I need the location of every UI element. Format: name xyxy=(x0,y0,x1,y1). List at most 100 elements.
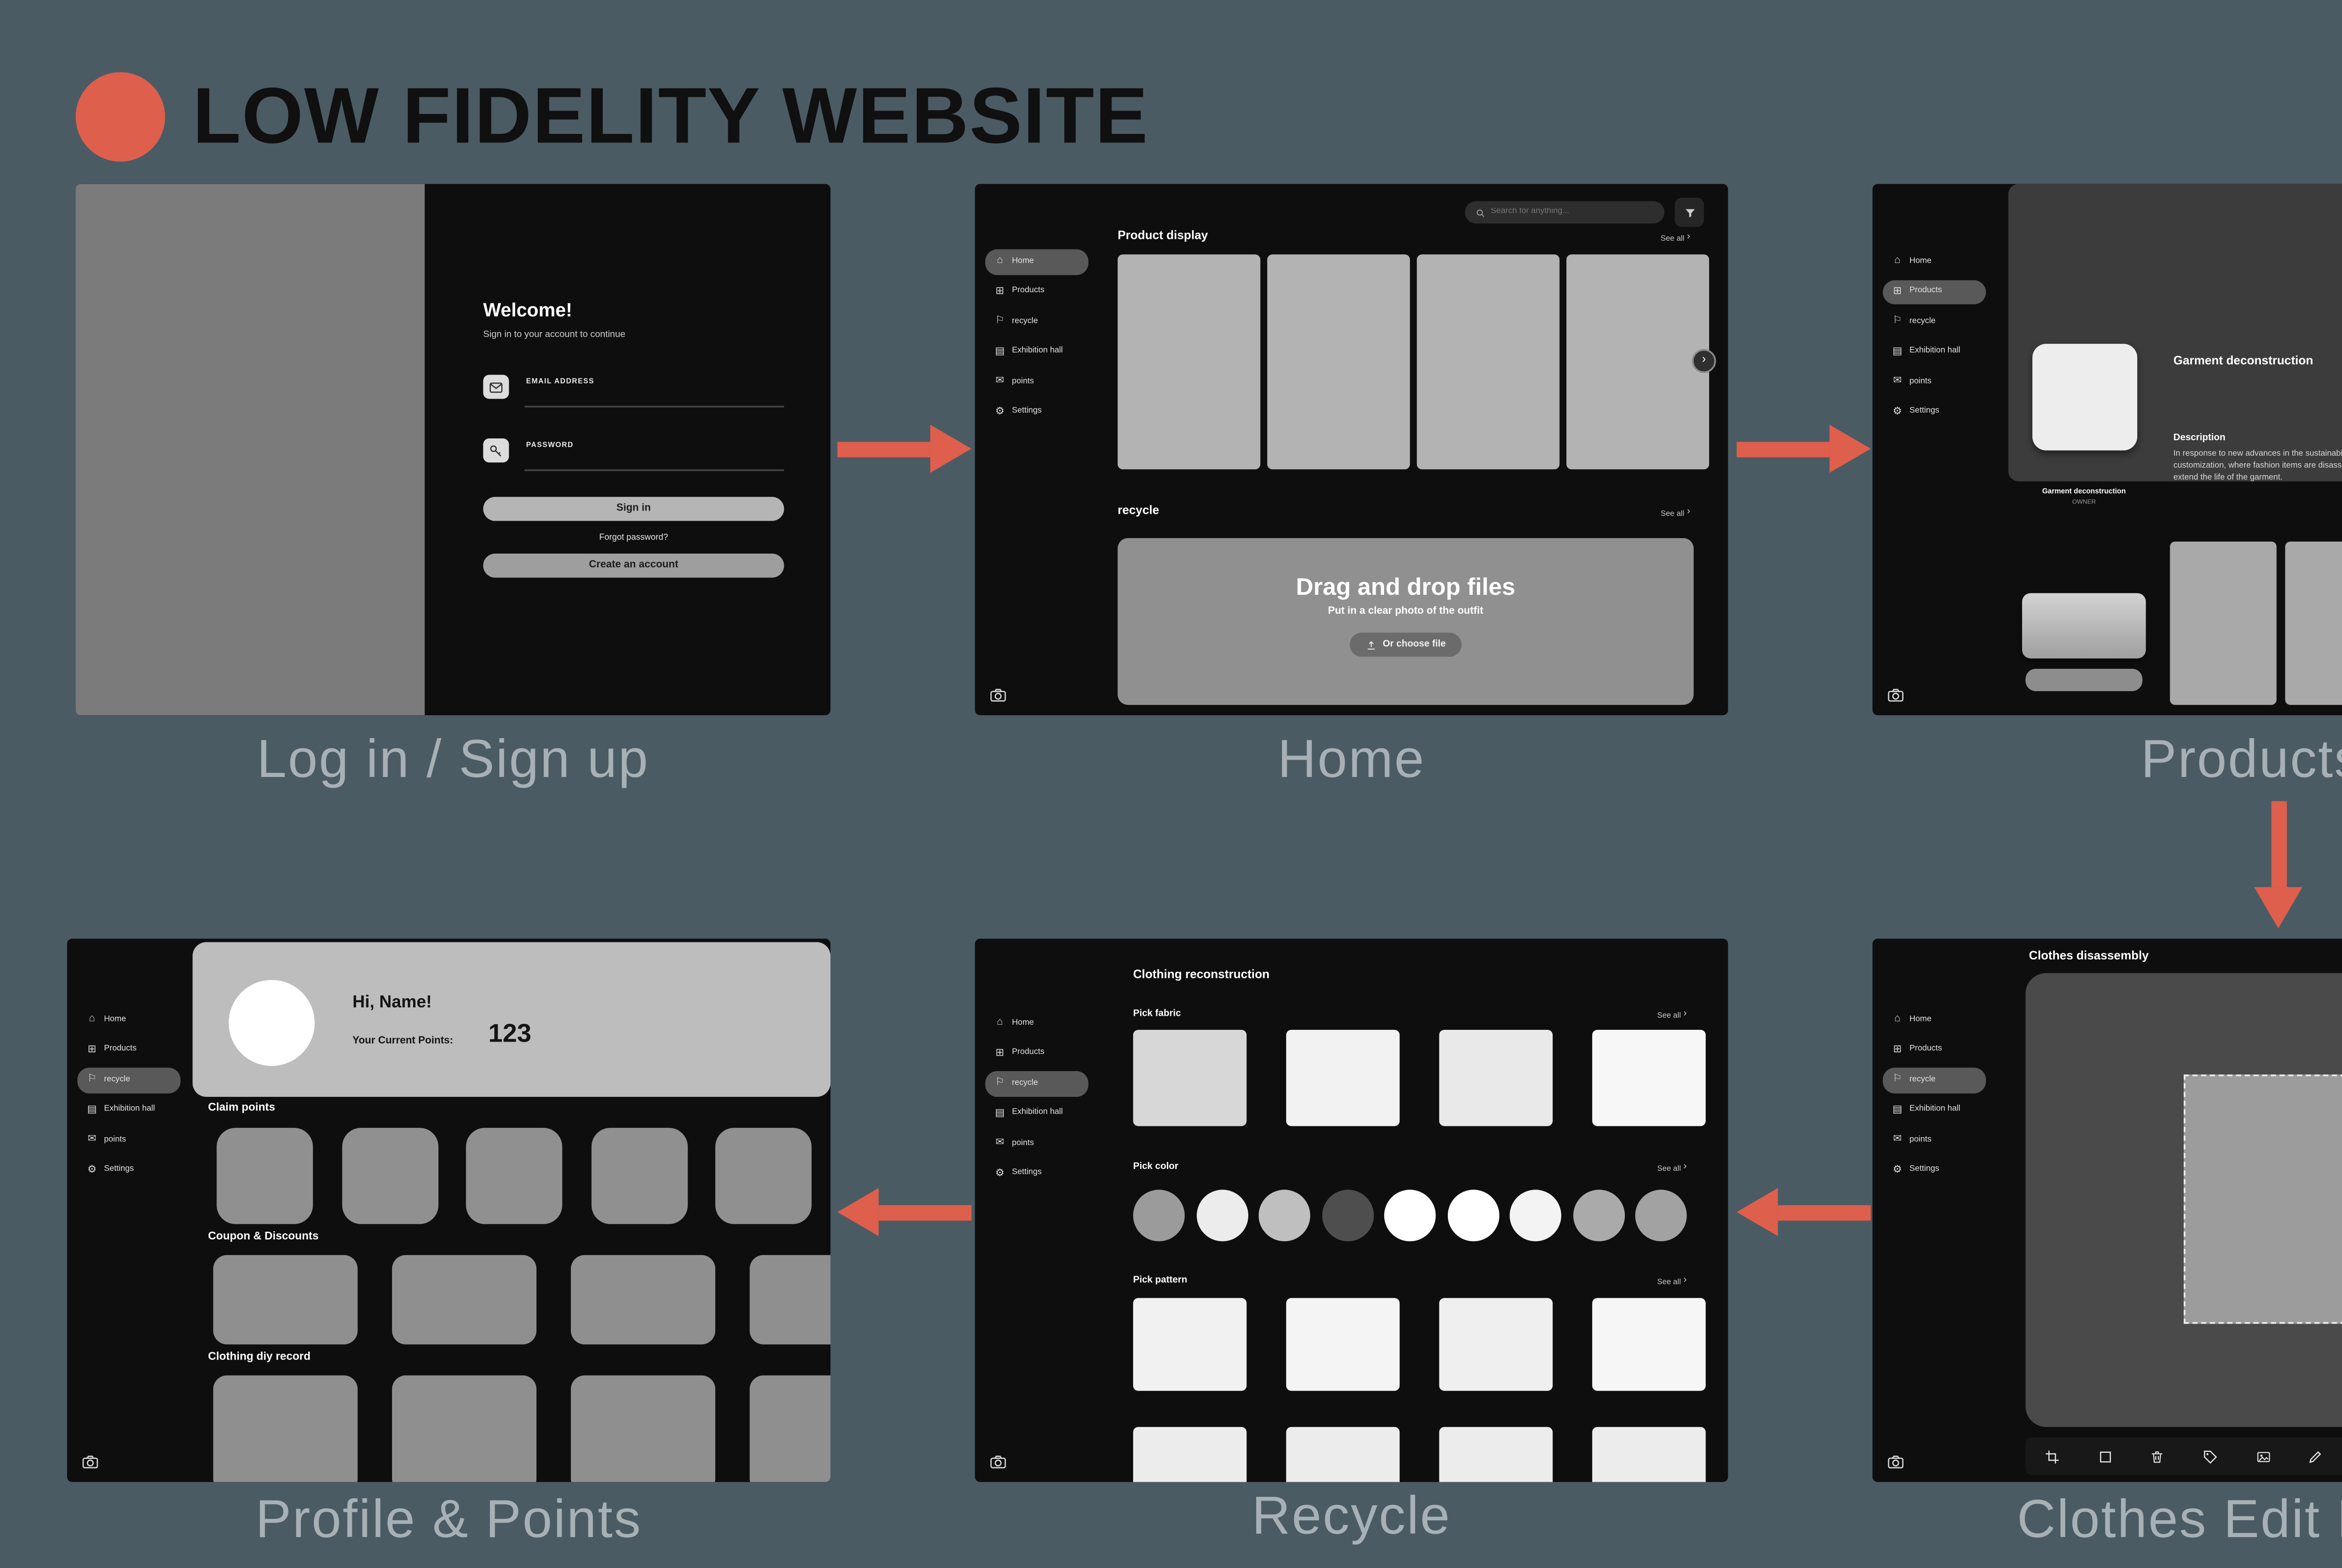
sidebar-item-exhibition-hall[interactable]: Exhibition hall xyxy=(77,1098,180,1123)
sidebar-item-home[interactable]: Home xyxy=(985,1011,1088,1035)
sidebar-item-products[interactable]: Products xyxy=(1883,1037,1986,1062)
sidebar-item-points[interactable]: points xyxy=(1883,1128,1986,1153)
sidebar-item-exhibition-hall[interactable]: Exhibition hall xyxy=(985,340,1088,364)
tool-frame-button[interactable] xyxy=(2097,1449,2112,1464)
camera-button[interactable] xyxy=(1886,1453,1905,1472)
filter-button[interactable] xyxy=(1675,198,1704,227)
camera-button[interactable] xyxy=(81,1453,100,1472)
search-input[interactable] xyxy=(1490,208,1654,217)
product-card-placeholder[interactable] xyxy=(1267,254,1410,470)
color-swatch[interactable] xyxy=(1259,1190,1311,1242)
pattern-swatch[interactable] xyxy=(1133,1427,1247,1482)
sidebar-item-recycle[interactable]: recycle xyxy=(1883,310,1986,334)
edit-canvas[interactable] xyxy=(2025,973,2342,1427)
claim-card-placeholder[interactable] xyxy=(342,1128,439,1224)
sidebar-item-products[interactable]: Products xyxy=(77,1037,180,1062)
sidebar-item-exhibition-hall[interactable]: Exhibition hall xyxy=(985,1101,1088,1126)
sidebar-item-points[interactable]: points xyxy=(1883,370,1986,394)
sidebar-item-points[interactable]: points xyxy=(985,1131,1088,1156)
see-all-link[interactable]: See all› xyxy=(1657,1162,1687,1173)
pattern-swatch[interactable] xyxy=(1133,1298,1247,1391)
claim-card-placeholder[interactable] xyxy=(591,1128,688,1224)
diy-record-card-placeholder[interactable] xyxy=(213,1375,358,1482)
color-swatch[interactable] xyxy=(1510,1190,1562,1242)
color-swatch[interactable] xyxy=(1133,1190,1185,1242)
tool-pen-button[interactable] xyxy=(2308,1449,2324,1464)
color-swatch[interactable] xyxy=(1635,1190,1687,1242)
coupon-card-placeholder[interactable] xyxy=(392,1255,537,1345)
sidebar-item-recycle[interactable]: recycle xyxy=(1882,1067,1986,1093)
sidebar-item-home[interactable]: Home xyxy=(1883,1007,1986,1032)
fabric-swatch[interactable] xyxy=(1133,1029,1247,1126)
color-swatch[interactable] xyxy=(1384,1190,1436,1242)
choose-file-button[interactable]: Or choose file xyxy=(1350,632,1461,657)
selection-area[interactable] xyxy=(2184,1074,2342,1324)
camera-button[interactable] xyxy=(989,1453,1008,1472)
tool-image-button[interactable] xyxy=(2255,1449,2271,1464)
tool-trash-button[interactable] xyxy=(2150,1449,2165,1464)
file-dropzone[interactable]: Drag and drop files Put in a clear photo… xyxy=(1118,538,1694,705)
sidebar-item-products[interactable]: Products xyxy=(985,280,1088,304)
product-card-placeholder[interactable] xyxy=(2285,541,2342,705)
coupon-card-placeholder[interactable] xyxy=(213,1255,358,1345)
sign-in-button[interactable]: Sign in xyxy=(483,496,784,520)
diy-record-card-placeholder[interactable] xyxy=(749,1375,831,1482)
forgot-password-link[interactable]: Forgot password? xyxy=(599,533,668,544)
product-card-placeholder[interactable] xyxy=(1566,254,1709,470)
sidebar-item-home[interactable]: Home xyxy=(77,1007,180,1032)
color-swatch[interactable] xyxy=(1196,1190,1249,1242)
diy-record-card-placeholder[interactable] xyxy=(392,1375,537,1482)
sidebar-item-points[interactable]: points xyxy=(77,1128,180,1153)
pattern-swatch[interactable] xyxy=(1286,1298,1400,1391)
color-swatch[interactable] xyxy=(1573,1190,1625,1242)
sidebar-item-settings[interactable]: Settings xyxy=(985,399,1088,424)
claim-card-placeholder[interactable] xyxy=(715,1128,812,1224)
see-all-link[interactable]: See all› xyxy=(1660,232,1690,243)
sidebar-item-settings[interactable]: Settings xyxy=(1883,1158,1986,1183)
camera-button[interactable] xyxy=(1886,686,1905,705)
sidebar-item-settings[interactable]: Settings xyxy=(1883,399,1986,424)
fabric-swatch[interactable] xyxy=(1439,1029,1553,1126)
color-swatch[interactable] xyxy=(1447,1190,1500,1242)
sidebar-item-products[interactable]: Products xyxy=(1882,279,1986,304)
fabric-swatch[interactable] xyxy=(1286,1029,1400,1126)
sidebar-item-exhibition-hall[interactable]: Exhibition hall xyxy=(1883,340,1986,364)
product-stack-card[interactable] xyxy=(2022,593,2146,658)
sidebar-item-recycle[interactable]: recycle xyxy=(985,1071,1089,1096)
password-field[interactable] xyxy=(524,469,784,471)
fabric-swatch[interactable] xyxy=(1592,1029,1706,1126)
sidebar-item-settings[interactable]: Settings xyxy=(985,1161,1088,1186)
see-all-link[interactable]: See all› xyxy=(1660,507,1690,518)
claim-card-placeholder[interactable] xyxy=(216,1128,313,1224)
product-image-placeholder[interactable] xyxy=(2032,344,2137,451)
sidebar-item-points[interactable]: points xyxy=(985,370,1088,394)
sidebar-item-recycle[interactable]: recycle xyxy=(985,310,1088,334)
sidebar-item-recycle[interactable]: recycle xyxy=(77,1067,181,1093)
see-all-link[interactable]: See all› xyxy=(1657,1275,1687,1287)
camera-button[interactable] xyxy=(989,686,1008,705)
pattern-swatch[interactable] xyxy=(1439,1298,1553,1391)
coupon-card-placeholder[interactable] xyxy=(749,1255,831,1345)
coupon-card-placeholder[interactable] xyxy=(571,1255,716,1345)
create-account-button[interactable]: Create an account xyxy=(483,554,784,577)
claim-card-placeholder[interactable] xyxy=(466,1128,563,1224)
pattern-swatch[interactable] xyxy=(1439,1427,1553,1482)
search-bar[interactable] xyxy=(1465,201,1665,224)
color-swatch[interactable] xyxy=(1322,1190,1374,1242)
sidebar-item-products[interactable]: Products xyxy=(985,1041,1088,1066)
product-card-placeholder[interactable] xyxy=(1416,254,1560,470)
pattern-swatch[interactable] xyxy=(1592,1427,1706,1482)
email-field[interactable] xyxy=(524,406,784,407)
carousel-next-button[interactable]: › xyxy=(1692,349,1716,373)
sidebar-item-exhibition-hall[interactable]: Exhibition hall xyxy=(1883,1098,1986,1123)
tool-crop-button[interactable] xyxy=(2044,1449,2060,1464)
see-all-link[interactable]: See all› xyxy=(1657,1009,1687,1020)
sidebar-item-home[interactable]: Home xyxy=(985,249,1089,274)
diy-record-card-placeholder[interactable] xyxy=(571,1375,716,1482)
sidebar-item-settings[interactable]: Settings xyxy=(77,1158,180,1183)
pattern-swatch[interactable] xyxy=(1286,1427,1400,1482)
tool-tag-button[interactable] xyxy=(2202,1449,2218,1464)
product-card-placeholder[interactable] xyxy=(1118,254,1260,470)
product-card-placeholder[interactable] xyxy=(2170,541,2277,705)
sidebar-item-home[interactable]: Home xyxy=(1883,249,1986,274)
